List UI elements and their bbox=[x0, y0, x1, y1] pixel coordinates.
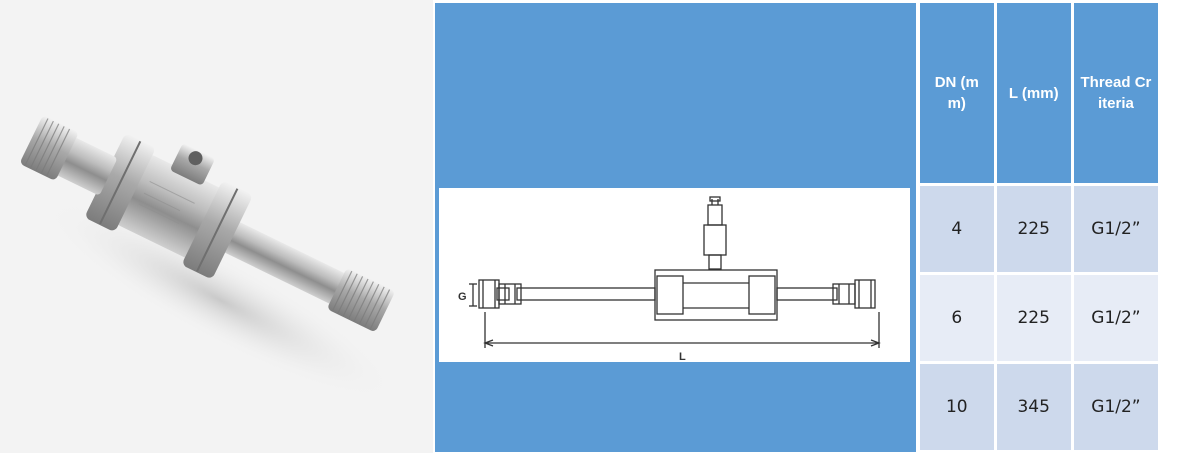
cell-thread: G1/2” bbox=[1073, 363, 1158, 450]
dimension-drawing-svg: G L bbox=[458, 196, 881, 362]
cell-thread: G1/2” bbox=[1073, 186, 1158, 272]
header-dn: DN (mm) bbox=[920, 3, 994, 184]
turbine-flowmeter-image bbox=[21, 116, 398, 401]
table-header-row: DN (mm) L (mm) Thread Criteria bbox=[920, 3, 1158, 184]
header-thread: Thread Criteria bbox=[1073, 3, 1158, 184]
table-row: 4 225 G1/2” bbox=[920, 186, 1158, 272]
cell-l: 225 bbox=[996, 186, 1071, 272]
cell-dn: 4 bbox=[920, 186, 994, 272]
table-row: 10 345 G1/2” bbox=[920, 363, 1158, 450]
cell-l: 225 bbox=[996, 274, 1071, 361]
dimension-label-g: G bbox=[458, 291, 467, 303]
dimension-label-l: L bbox=[679, 351, 686, 362]
table-row: 6 225 G1/2” bbox=[920, 274, 1158, 361]
spec-table: DN (mm) L (mm) Thread Criteria 4 225 G1/… bbox=[917, 0, 1161, 453]
cell-thread: G1/2” bbox=[1073, 274, 1158, 361]
dimension-drawing: G L bbox=[439, 188, 910, 362]
cell-l: 345 bbox=[996, 363, 1071, 450]
header-l: L (mm) bbox=[996, 3, 1071, 184]
cell-dn: 10 bbox=[920, 363, 994, 450]
cell-dn: 6 bbox=[920, 274, 994, 361]
product-photo bbox=[0, 0, 433, 453]
